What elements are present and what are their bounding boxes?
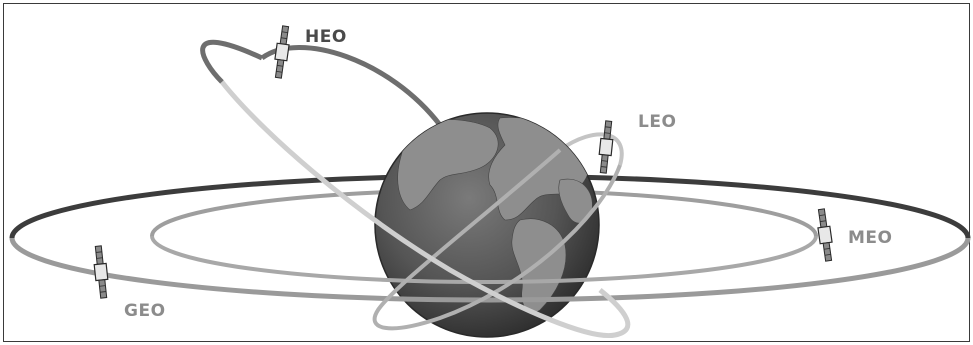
heo-label: HEO: [305, 27, 347, 47]
earth-globe: [375, 113, 599, 337]
satellite-icon: [597, 121, 614, 174]
leo-label: LEO: [638, 112, 676, 132]
meo-label: MEO: [848, 228, 892, 248]
satellite-icon: [815, 208, 834, 261]
satellite-icon: [92, 246, 109, 299]
geo-label: GEO: [124, 301, 166, 321]
heo-orbit-back: [203, 42, 440, 125]
